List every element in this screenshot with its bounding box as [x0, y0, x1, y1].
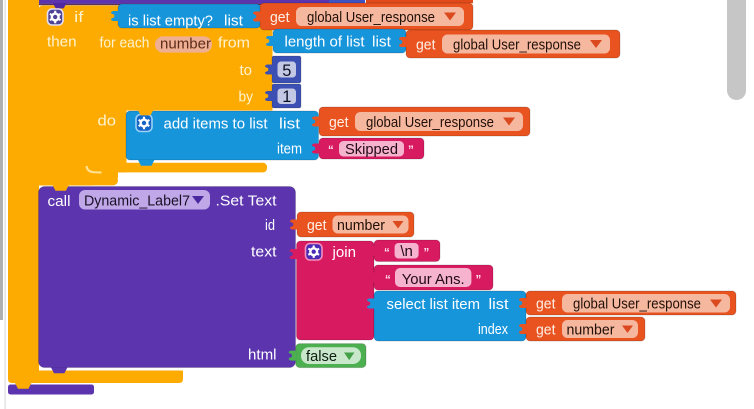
svg-text:then: then [47, 34, 77, 51]
svg-text:html: html [248, 347, 277, 364]
svg-text:.Set Text: .Set Text [216, 193, 278, 210]
svg-text:number: number [160, 35, 211, 52]
svg-text:item: item [277, 140, 302, 157]
svg-text:number: number [337, 217, 385, 234]
svg-text:select list item: select list item [387, 296, 481, 313]
svg-text:id: id [265, 217, 275, 234]
svg-text:1: 1 [282, 88, 291, 106]
svg-text:get: get [329, 114, 349, 131]
svg-text:add items to list: add items to list [164, 115, 269, 132]
svg-text:is list empty?: is list empty? [128, 12, 213, 29]
svg-text:global User_response: global User_response [453, 36, 581, 53]
svg-text:global User_response: global User_response [573, 295, 701, 312]
svg-text:global User_response: global User_response [307, 9, 435, 26]
svg-text:list: list [372, 33, 392, 50]
svg-text:get: get [536, 295, 556, 312]
svg-text:\n: \n [400, 243, 413, 260]
svg-text:“: “ [385, 275, 391, 287]
svg-text:if: if [74, 9, 84, 26]
svg-text:get: get [416, 36, 436, 53]
svg-text:Your Ans.: Your Ans. [402, 271, 465, 288]
svg-text:to: to [240, 62, 253, 79]
svg-text:“: “ [328, 145, 334, 157]
svg-text:list: list [279, 115, 301, 132]
svg-text:by: by [239, 88, 254, 105]
svg-text:list: list [224, 12, 244, 29]
svg-text:”: ” [476, 275, 482, 287]
svg-text:do: do [98, 112, 117, 129]
svg-text:false: false [306, 348, 337, 365]
svg-text:5: 5 [282, 62, 291, 80]
svg-text:global User_response: global User_response [366, 114, 494, 131]
svg-text:from: from [218, 35, 250, 52]
svg-text:join: join [331, 244, 356, 261]
svg-text:”: ” [424, 247, 430, 259]
svg-text:number: number [567, 321, 615, 338]
svg-text:get: get [307, 217, 327, 234]
svg-text:get: get [270, 9, 290, 26]
svg-text:“: “ [384, 247, 390, 259]
svg-text:Skipped: Skipped [345, 141, 398, 158]
svg-text:index: index [478, 321, 508, 338]
svg-text:length of list: length of list [285, 33, 366, 50]
svg-text:”: ” [408, 145, 414, 157]
svg-text:for each: for each [100, 35, 150, 52]
svg-text:text: text [251, 243, 277, 260]
svg-text:Dynamic_Label7: Dynamic_Label7 [84, 193, 190, 210]
svg-text:call: call [48, 193, 71, 210]
svg-text:get: get [536, 321, 556, 338]
svg-text:list: list [489, 296, 510, 313]
